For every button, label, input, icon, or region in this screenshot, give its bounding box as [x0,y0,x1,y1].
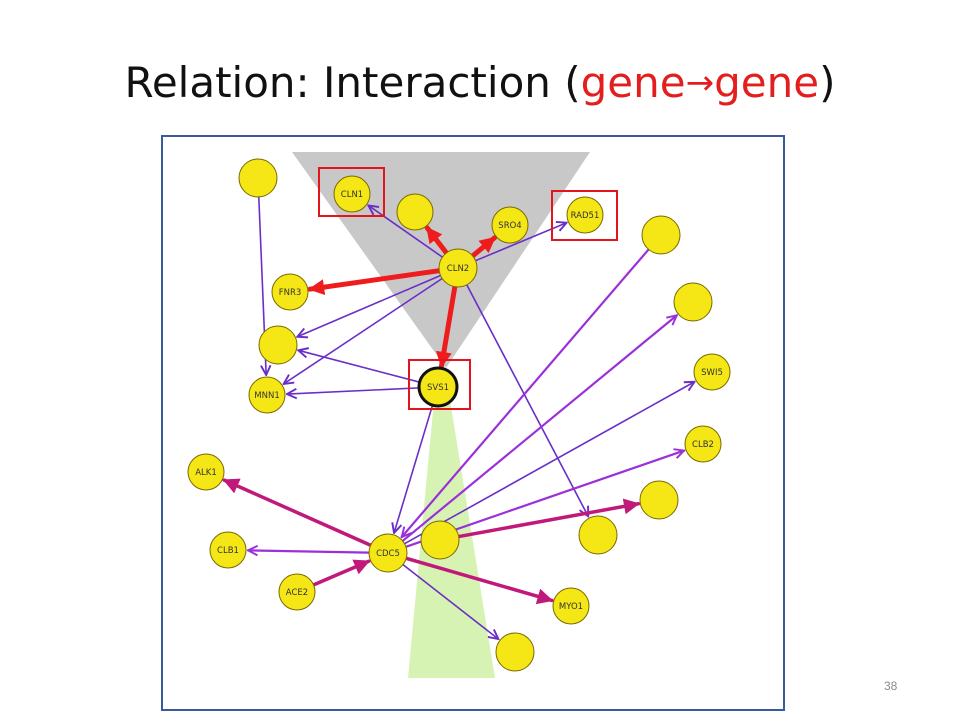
node-label: CLB1 [217,546,239,556]
title-left-entity: gene [580,58,686,107]
node-n-right-1 [641,215,681,255]
node-label: CLB2 [692,440,714,450]
node-label: MYO1 [559,602,583,612]
node-label: SRO4 [498,221,521,231]
node-label: ACE2 [286,588,308,598]
edge-cdc5-to-clb1 [248,550,371,552]
node-label: SVS1 [427,383,449,393]
node-sro4: SRO4 [491,206,529,244]
edge-ace2-to-cdc5 [311,559,371,587]
node-label: MNN1 [254,391,279,401]
node-alk1: ALK1 [187,453,225,491]
edge-cln2-to-cln1 [368,205,444,258]
node-n-right-2 [673,282,713,322]
highlight-box-rad51 [551,190,618,241]
node-swi5: SWI5 [693,353,731,391]
node-label: CLN1 [341,190,363,200]
edge-svs1-to-mnn1 [287,387,420,394]
edge-n_center_low-to-n_right_3 [456,498,641,539]
node-svs1: SVS1 [417,366,459,408]
edge-cln2-to-sro4 [470,235,498,259]
edge-cdc5-to-myo1 [404,556,554,605]
node-rad51: RAD51 [566,196,604,234]
edge-cdc5-to-swi5 [403,382,695,545]
node-n-top-left [238,158,278,198]
highlight-box-svs1 [408,359,471,410]
edge-cln2-to-fnr3 [307,268,442,296]
title-prefix: Relation: Interaction ( [124,58,581,107]
highlight-box-cln1 [318,167,385,217]
node-label: CLN2 [447,264,469,274]
node-ace2: ACE2 [278,573,316,611]
edge-cln2-to-svs1 [435,284,458,369]
edge-n_right_1-to-cdc5 [402,248,650,537]
node-cdc5: CDC5 [368,533,408,573]
slide-number: 38 [884,679,898,693]
edge-cdc5-to-n_right_2 [401,315,677,543]
node-label: CDC5 [376,549,400,559]
edge-cdc5-to-alk1 [222,478,373,548]
edge-cln2-to-n_low_right [466,284,588,517]
node-n-bottom [495,632,535,672]
node-myo1: MYO1 [552,587,590,625]
edge-cln2-to-n_top_mid [424,225,449,256]
slide-title: Relation: Interaction (gene→gene) [0,58,960,107]
edge-svs1-to-n_left_mid [298,350,421,383]
node-label: RAD51 [571,211,600,221]
edge-svs1-to-cdc5 [394,404,434,533]
highlight-boxes-layer [318,167,618,410]
node-cln2: CLN2 [438,248,478,288]
node-label: FNR3 [279,288,302,298]
edge-cdc5-to-n_bottom [402,563,498,639]
node-fnr3: FNR3 [271,273,309,311]
node-clb2: CLB2 [684,425,722,463]
title-arrow: → [685,63,715,103]
node-n-center-low [420,520,460,560]
node-n-right-3 [639,480,679,520]
title-suffix: ) [819,58,836,107]
node-n-low-right [578,515,618,555]
node-clb1: CLB1 [209,531,247,569]
title-right-entity: gene [714,58,820,107]
node-label: SWI5 [701,368,723,378]
node-n-left-mid [258,325,298,365]
edge-cln2-to-n_left_mid [297,274,442,336]
node-n-top-mid [396,193,434,231]
node-label: ALK1 [195,468,217,478]
node-mnn1: MNN1 [248,376,286,414]
node-cln1: CLN1 [333,175,371,213]
edge-cln2-to-mnn1 [284,277,443,384]
edges-layer [222,196,695,639]
